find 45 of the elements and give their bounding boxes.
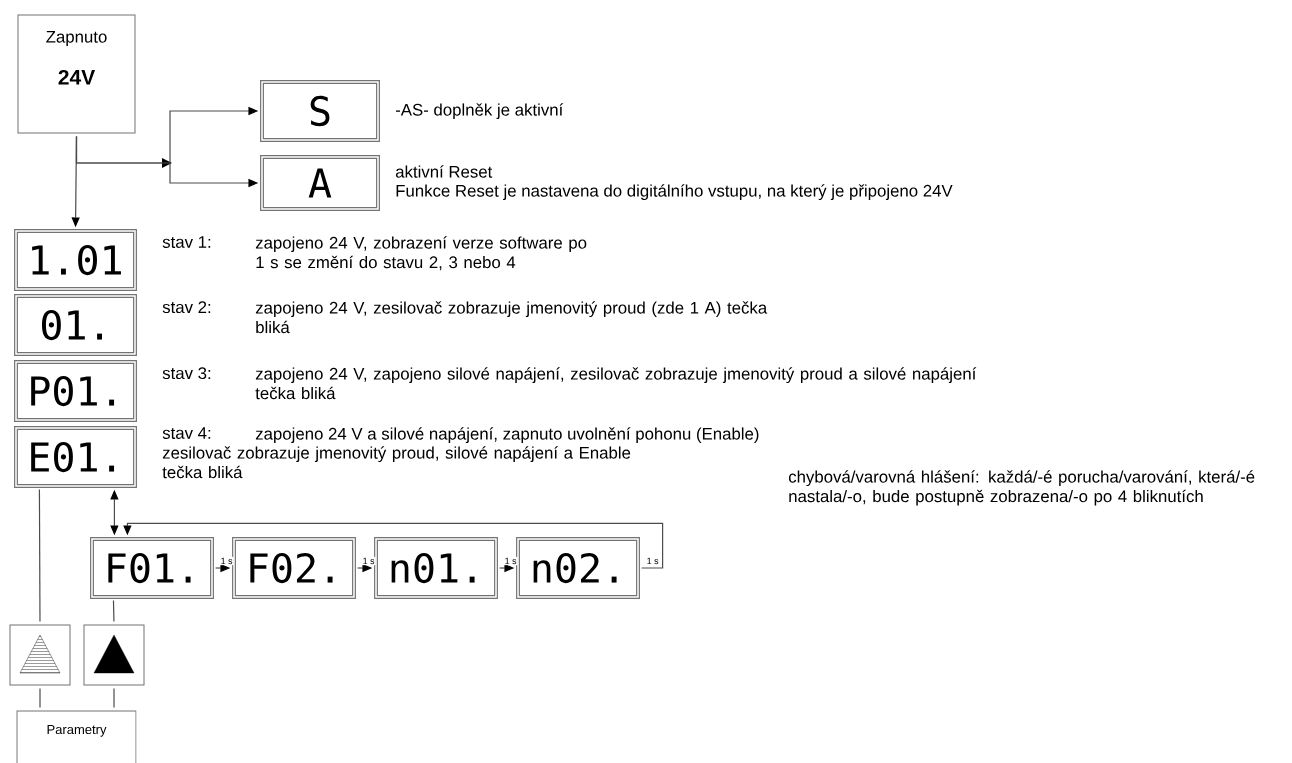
display-digits: P01. — [31, 375, 115, 407]
description-text: -AS- doplněk je aktivní — [395, 103, 564, 120]
display-digits: E01. — [31, 441, 115, 473]
node-title: Zapnuto — [46, 31, 107, 47]
display-digits: A — [308, 168, 332, 198]
description-text: zesilovač zobrazuje jmenovitý proud, silové napájení a Enable tečka bliká — [162, 446, 631, 479]
voltage-label: 24V — [58, 69, 96, 85]
note-text: chybová/varovná hlášení: každá/-é porucha/varování, která/-é nastala/-o, bude postupně zobrazena/-o po 4 bliknutích — [788, 470, 1255, 506]
segment-display — [14, 360, 137, 422]
display-digits: n02. — [533, 552, 617, 584]
state-label: stav 4: — [162, 427, 211, 439]
power-box — [17, 14, 136, 134]
display-digits: 01. — [42, 309, 102, 341]
segment-display — [260, 155, 380, 211]
edge-label: 1 s — [505, 557, 517, 565]
description-text: zapojeno 24 V, zesilovač zobrazuje jmenovitý proud (zde 1 A) tečka bliká — [255, 301, 768, 334]
description-text: zapojeno 24 V, zapojeno silové napájení, zesilovač zobrazuje jmenovitý proud a silové napájení tečka bliká — [255, 367, 977, 400]
description-text: zapojeno 24 V a silové napájení, zapnuto uvolnění pohonu (Enable) — [255, 427, 759, 444]
segment-display — [232, 537, 356, 599]
segment-display — [90, 537, 214, 599]
description-text: Funkce Reset je nastavena do digitálního vstupu, na který je připojeno 24V — [396, 184, 953, 201]
key-button — [83, 624, 145, 686]
edge-label: 1 s — [363, 557, 375, 565]
display-digits: F02. — [250, 552, 333, 584]
edge-label: 1 s — [221, 557, 233, 565]
key-button — [9, 624, 71, 686]
segment-display — [14, 426, 137, 488]
segment-display — [14, 294, 137, 356]
segment-display — [14, 229, 137, 291]
display-digits: F01. — [108, 552, 191, 584]
description-text: aktivní Reset — [395, 165, 493, 178]
state-label: stav 2: — [162, 301, 211, 314]
arrow — [123, 522, 664, 569]
display-digits: n01. — [391, 552, 475, 584]
node-title: Parametry — [47, 725, 107, 737]
display-digits: 1.01 — [32, 244, 121, 276]
state-label: stav 1: — [162, 236, 211, 248]
state-label: stav 3: — [162, 367, 211, 380]
segment-display — [516, 537, 640, 599]
edge-label: 1 s — [647, 557, 659, 565]
display-digits: S — [310, 95, 330, 127]
note-text: zapojeno 24 V, zobrazení verze software po 1 s se změní do stavu 2, 3 nebo 4 — [255, 236, 587, 271]
segment-display — [260, 80, 380, 142]
parameter-box — [16, 710, 137, 763]
segment-display — [374, 537, 498, 599]
